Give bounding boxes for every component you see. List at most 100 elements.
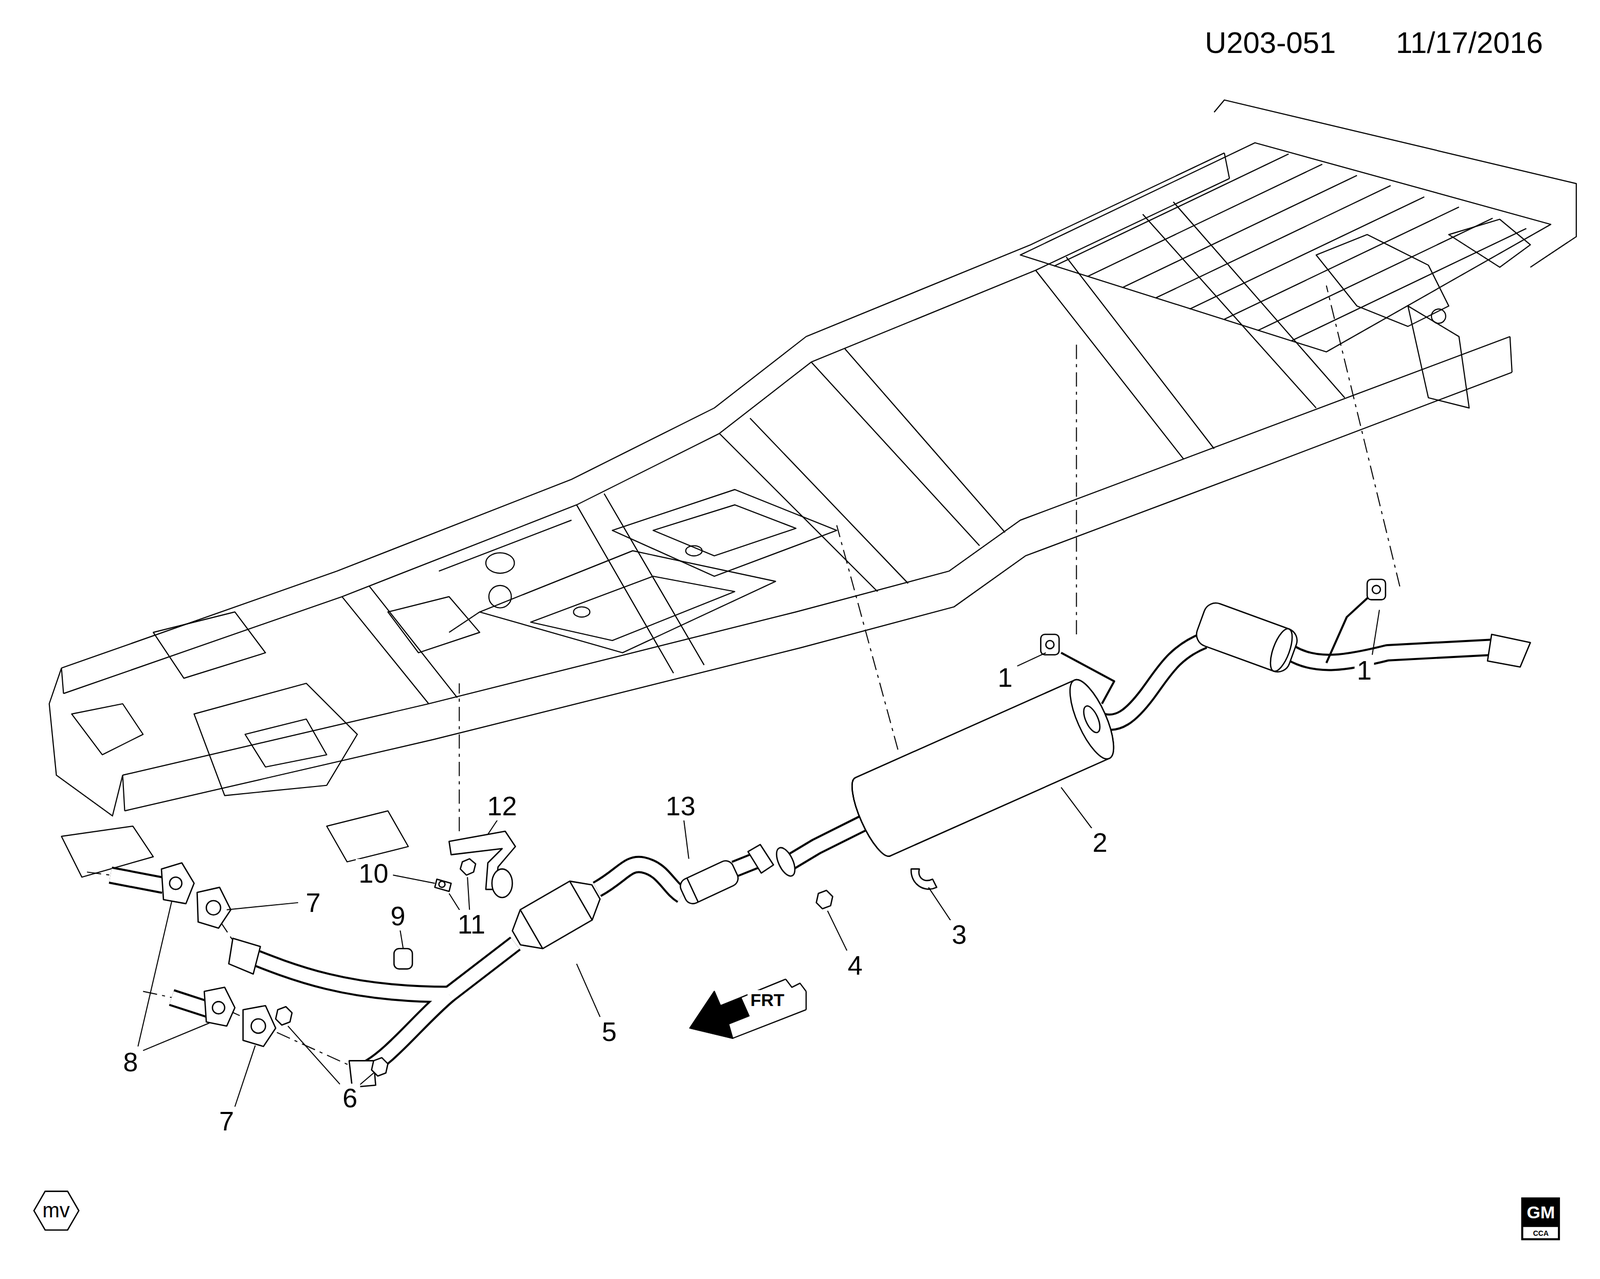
exhaust-parts (686, 878, 699, 903)
exhaust-parts (844, 674, 1123, 862)
gm-logo (1523, 1227, 1558, 1239)
leader-line (400, 930, 404, 949)
vehicle-frame (1316, 234, 1449, 327)
callout-number: 5 (598, 1017, 620, 1047)
vehicle-frame (49, 668, 123, 817)
vehicle-frame (1214, 99, 1577, 267)
drawing-date: 11/17/2016 (1393, 26, 1546, 59)
exhaust-pipe (448, 943, 516, 995)
center-line (1076, 341, 1078, 635)
vehicle-frame (63, 178, 1230, 694)
exhaust-parts (1040, 634, 1060, 656)
vehicle-frame (387, 596, 480, 653)
exhaust-parts (169, 877, 183, 890)
callout-number: 1 (1354, 656, 1375, 685)
exhaust-pipe (790, 821, 868, 862)
front-arrow (689, 991, 750, 1039)
exhaust-parts (1061, 652, 1115, 704)
center-line (142, 991, 172, 998)
vehicle-frame (485, 552, 515, 574)
vehicle-frame (479, 550, 776, 653)
exhaust-pipe (110, 640, 1505, 1071)
exhaust-parts (505, 872, 608, 958)
vehicle-frame (1020, 142, 1552, 353)
front-arrow (732, 979, 807, 1039)
vehicle-frame (71, 703, 143, 755)
callout-number: 7 (303, 888, 324, 918)
exhaust-pipe (596, 864, 682, 896)
callout-number: 10 (355, 859, 391, 888)
callout-number: 12 (484, 791, 520, 821)
gm-mark: GM (1526, 1203, 1555, 1222)
exhaust-parts (520, 881, 593, 949)
exhaust-parts (677, 858, 741, 907)
leader-line (392, 875, 435, 884)
callout-number: 2 (1089, 828, 1111, 858)
exhaust-parts (393, 948, 413, 970)
vehicle-frame (685, 545, 703, 556)
callout-number: 8 (120, 1047, 141, 1077)
exhaust-parts (243, 1005, 276, 1047)
vehicle-frame (1035, 257, 1214, 460)
exhaust-parts (1265, 626, 1297, 675)
leader-line (142, 1023, 210, 1051)
vehicle-frame (439, 520, 572, 633)
vehicle-frame (153, 611, 266, 679)
leader-line (683, 819, 689, 859)
vehicle-frame (652, 504, 796, 556)
mv-mark: mv (42, 1200, 70, 1221)
center-line (1326, 285, 1400, 587)
vehicle-frame (61, 153, 1230, 695)
exhaust-parts (161, 579, 1531, 1088)
mv-badge (33, 1191, 79, 1230)
exhaust-parts (748, 844, 774, 874)
gm-logo (1521, 1197, 1560, 1241)
center-line (458, 683, 460, 832)
vehicle-frame (61, 153, 1225, 669)
vehicle-frame (488, 585, 512, 609)
exhaust-parts (1193, 599, 1301, 676)
exhaust-pipe (1290, 646, 1505, 663)
exhaust-parts (492, 868, 513, 898)
exhaust-parts (371, 1057, 389, 1077)
exhaust-parts (505, 872, 608, 958)
exhaust-parts (204, 987, 235, 1027)
exhaust-pipe (596, 864, 682, 896)
exhaust-parts (1372, 585, 1381, 594)
exhaust-parts (460, 859, 476, 876)
exhaust-parts (677, 858, 741, 907)
leader-line (234, 1045, 256, 1107)
vehicle-frame (61, 826, 154, 878)
vehicle-frame (193, 683, 357, 796)
vehicle-frame (1407, 305, 1469, 408)
callout-number: 11 (455, 910, 488, 939)
exhaust-parts (434, 879, 452, 892)
exhaust-pipe (171, 997, 210, 1010)
callout-number: 7 (216, 1106, 237, 1136)
exhaust-parts (1193, 599, 1301, 676)
leader-line (487, 819, 499, 835)
vehicle-frame (122, 336, 1513, 812)
exhaust-parts (275, 1006, 293, 1026)
exhaust-pipe (171, 997, 210, 1010)
vehicle-frame (326, 810, 409, 862)
front-arrow (689, 979, 807, 1039)
leader-line (827, 911, 848, 951)
exhaust-parts (844, 674, 1123, 862)
exhaust-parts (844, 777, 891, 862)
vehicle-frame (122, 336, 1511, 776)
vehicle-frame (811, 349, 1006, 547)
vehicle-frame (573, 607, 591, 618)
vehicle-frame (1053, 154, 1527, 341)
exhaust-parts (212, 1001, 225, 1014)
exhaust-parts (1080, 703, 1103, 735)
exhaust-parts (439, 881, 446, 888)
exhaust-pipe (1290, 646, 1505, 663)
center-line (836, 525, 898, 750)
exhaust-parts (196, 887, 231, 929)
callout-number: 6 (339, 1083, 360, 1113)
center-line (86, 285, 1400, 1070)
vehicle-frame (49, 99, 1577, 878)
